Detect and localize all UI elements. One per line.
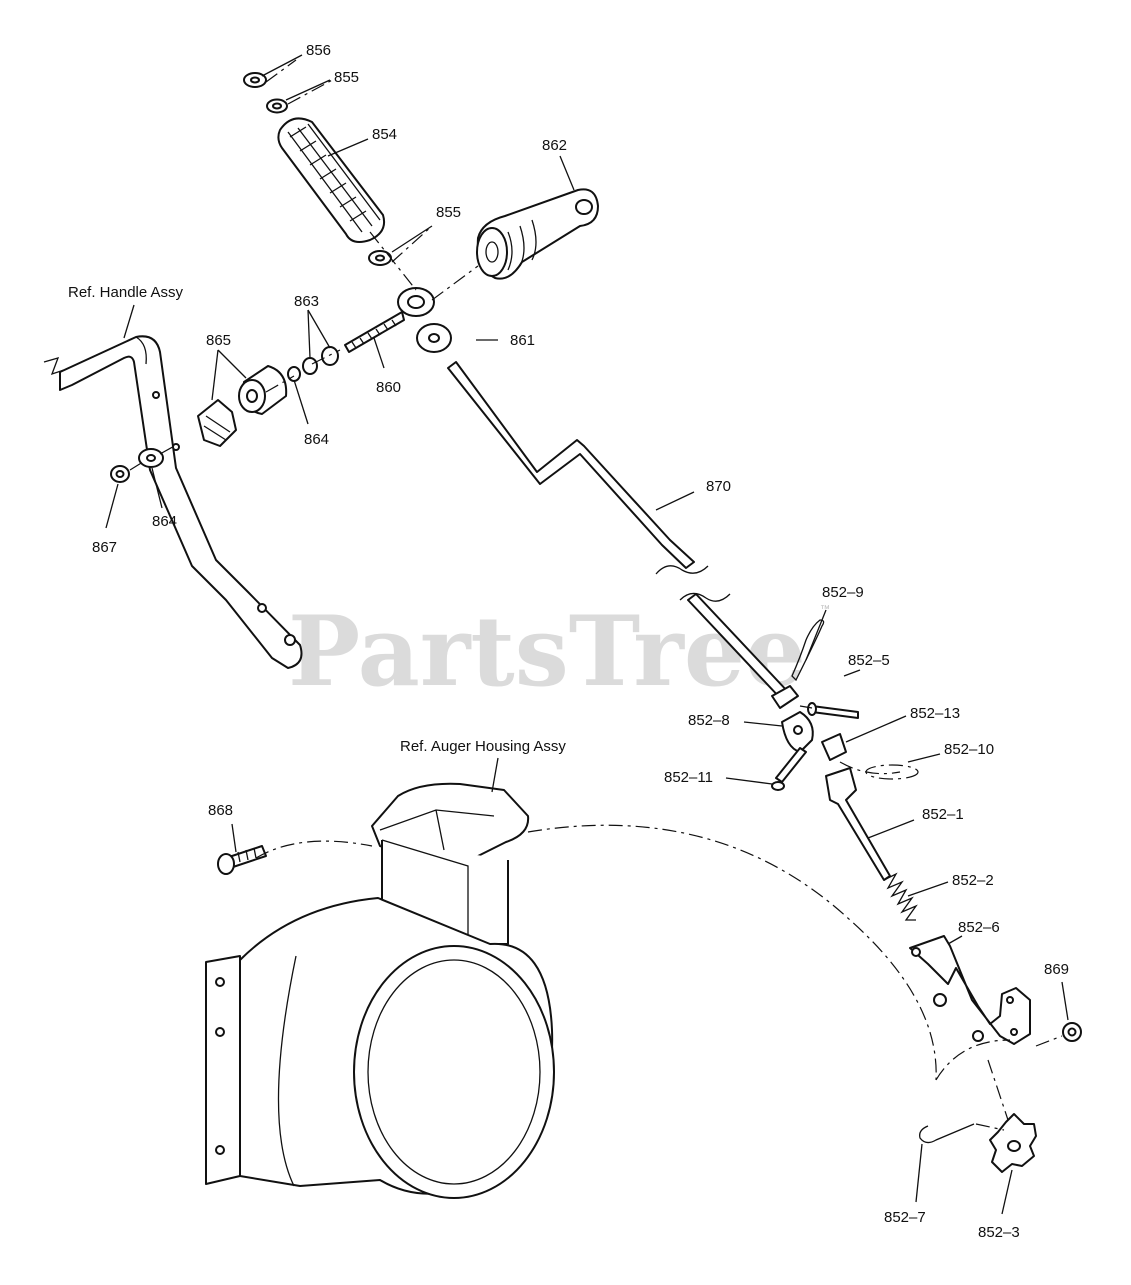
leader-lines xyxy=(105,54,1069,1215)
part-label-855-top: 855 xyxy=(334,69,359,86)
part-label-865: 865 xyxy=(206,332,231,349)
nuts-863 xyxy=(302,346,339,375)
watermark: PartsTree xyxy=(288,595,806,708)
knob-862 xyxy=(476,188,599,280)
ref-handle-assy-label: Ref. Handle Assy xyxy=(68,284,184,301)
washer-856 xyxy=(243,72,267,88)
part-label-852-9: 852–9 xyxy=(822,584,864,601)
washer-864-lower xyxy=(138,448,164,468)
part-label-864-a: 864 xyxy=(304,431,329,448)
watermark-trademark: ™ xyxy=(820,604,830,615)
part-label-852-8: 852–8 xyxy=(688,712,730,729)
part-label-852-2: 852–2 xyxy=(952,872,994,889)
phantom-lines xyxy=(129,59,1063,1131)
nut-869 xyxy=(1062,1022,1082,1042)
part-label-852-3: 852–3 xyxy=(978,1224,1020,1241)
washer-861 xyxy=(416,323,452,353)
link-852-1 xyxy=(825,767,891,881)
part-label-870: 870 xyxy=(706,478,731,495)
rod-870 xyxy=(447,361,799,709)
pin-852-5 xyxy=(807,702,859,719)
part-label-855-mid: 855 xyxy=(436,204,461,221)
eyebolt-860 xyxy=(344,287,435,353)
part-label-852-5: 852–5 xyxy=(848,652,890,669)
part-label-852-10: 852–10 xyxy=(944,741,994,758)
part-label-852-13: 852–13 xyxy=(910,705,960,722)
ref-auger-housing-assy-label: Ref. Auger Housing Assy xyxy=(400,738,566,755)
part-label-867: 867 xyxy=(92,539,117,556)
hairpin-852-7 xyxy=(919,1123,975,1144)
spacer-852-13 xyxy=(821,733,847,761)
part-label-869: 869 xyxy=(1044,961,1069,978)
handle-assembly xyxy=(43,335,303,669)
part-label-861: 861 xyxy=(510,332,535,349)
part-label-852-7: 852–7 xyxy=(884,1209,926,1226)
clevis-852-8 xyxy=(781,711,814,753)
part-label-860: 860 xyxy=(376,379,401,396)
washer-855-mid xyxy=(368,250,392,266)
part-label-868: 868 xyxy=(208,802,233,819)
washer-855-top xyxy=(266,98,288,114)
bolt-852-11 xyxy=(771,747,807,791)
washer-852-10 xyxy=(865,764,919,780)
bolt-868 xyxy=(217,845,267,875)
part-label-852-11: 852–11 xyxy=(664,769,713,786)
spring-852-2 xyxy=(883,872,918,921)
gear-852-3 xyxy=(989,1113,1037,1173)
grip-854 xyxy=(277,117,386,243)
part-label-864-b: 864 xyxy=(152,513,177,530)
hairpin-852-9 xyxy=(791,619,825,682)
bushing-865 xyxy=(197,365,288,447)
bracket-852-6 xyxy=(909,935,1031,1045)
part-label-862: 862 xyxy=(542,137,567,154)
part-label-852-1: 852–1 xyxy=(922,806,964,823)
part-label-852-6: 852–6 xyxy=(958,919,1000,936)
part-label-863: 863 xyxy=(294,293,319,310)
nut-867 xyxy=(110,465,130,483)
auger-housing xyxy=(205,782,555,1199)
part-label-856: 856 xyxy=(306,42,331,59)
part-label-854: 854 xyxy=(372,126,397,143)
